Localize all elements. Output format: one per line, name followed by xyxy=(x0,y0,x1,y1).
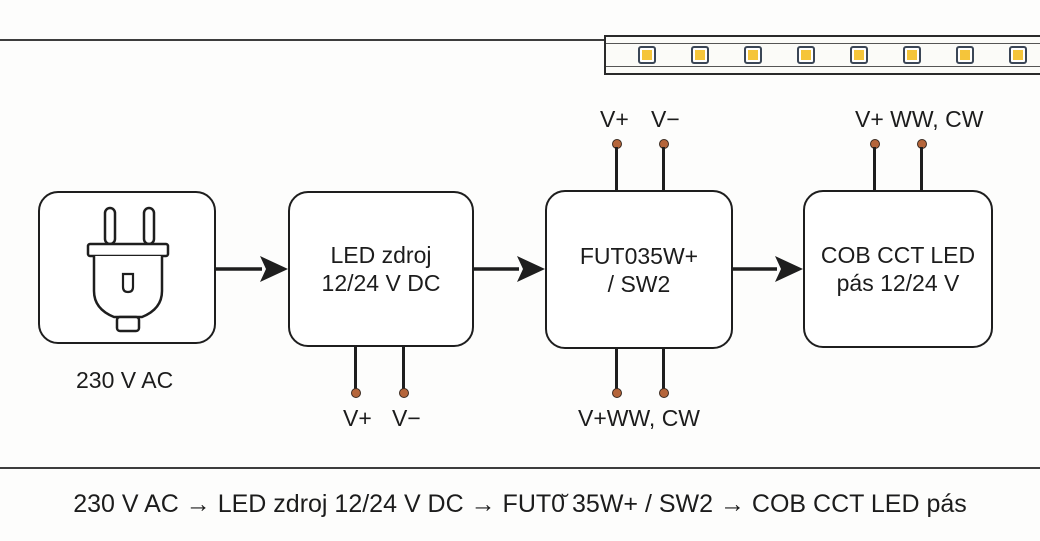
led-chip-icon xyxy=(903,46,921,64)
led-chip-icon xyxy=(956,46,974,64)
wire xyxy=(920,147,923,191)
controller-line-1: FUT035W+ xyxy=(579,242,699,269)
top-divider xyxy=(0,39,606,41)
power-supply-line-2: 12/24 V DC xyxy=(321,270,441,296)
led-strip-icon xyxy=(604,35,1040,75)
led-strip-line-2: pás 12/24 V xyxy=(836,270,960,296)
power-supply-line-1: LED zdroj xyxy=(330,242,432,268)
power-supply-block: LED zdroj 12/24 V DC xyxy=(288,191,474,347)
flow-caption: 230 V AC → LED zdroj 12/24 V DC → FUT0̆ … xyxy=(73,490,967,518)
led-strip-block: COB CCT LED pás 12/24 V xyxy=(803,190,993,348)
terminal-label: V+ WW, CW xyxy=(855,106,984,132)
terminal-label: V+WW, CW xyxy=(578,405,701,431)
power-input-label: 230 V AC xyxy=(76,367,174,393)
controller-line-2: / SW2 xyxy=(607,270,671,297)
terminal-dot xyxy=(659,388,669,398)
arrow-1 xyxy=(216,256,288,282)
wire xyxy=(354,347,357,391)
power-input-block xyxy=(38,191,216,344)
arrow-3 xyxy=(733,256,803,282)
terminal-label: V− xyxy=(651,106,680,132)
wire xyxy=(402,347,405,391)
terminal-dot xyxy=(612,388,622,398)
wire xyxy=(662,147,665,191)
plug-icon xyxy=(86,206,170,333)
terminal-dot xyxy=(351,388,361,398)
led-chip-icon xyxy=(744,46,762,64)
wire xyxy=(615,349,618,391)
controller-block: FUT035W+ / SW2 xyxy=(545,190,733,349)
led-chip-icon xyxy=(850,46,868,64)
terminal-label: V+ xyxy=(343,405,372,431)
wire xyxy=(615,147,618,191)
led-strip-line-1: COB CCT LED xyxy=(820,242,976,268)
wire xyxy=(873,147,876,191)
wire xyxy=(662,349,665,391)
bottom-divider xyxy=(0,467,1040,469)
terminal-label: V+ xyxy=(600,106,629,132)
arrow-2 xyxy=(474,256,545,282)
terminal-label: V− xyxy=(392,405,421,431)
led-chip-icon xyxy=(1009,46,1027,64)
led-chip-icon xyxy=(797,46,815,64)
led-chip-icon xyxy=(638,46,656,64)
led-chip-icon xyxy=(691,46,709,64)
terminal-dot xyxy=(399,388,409,398)
